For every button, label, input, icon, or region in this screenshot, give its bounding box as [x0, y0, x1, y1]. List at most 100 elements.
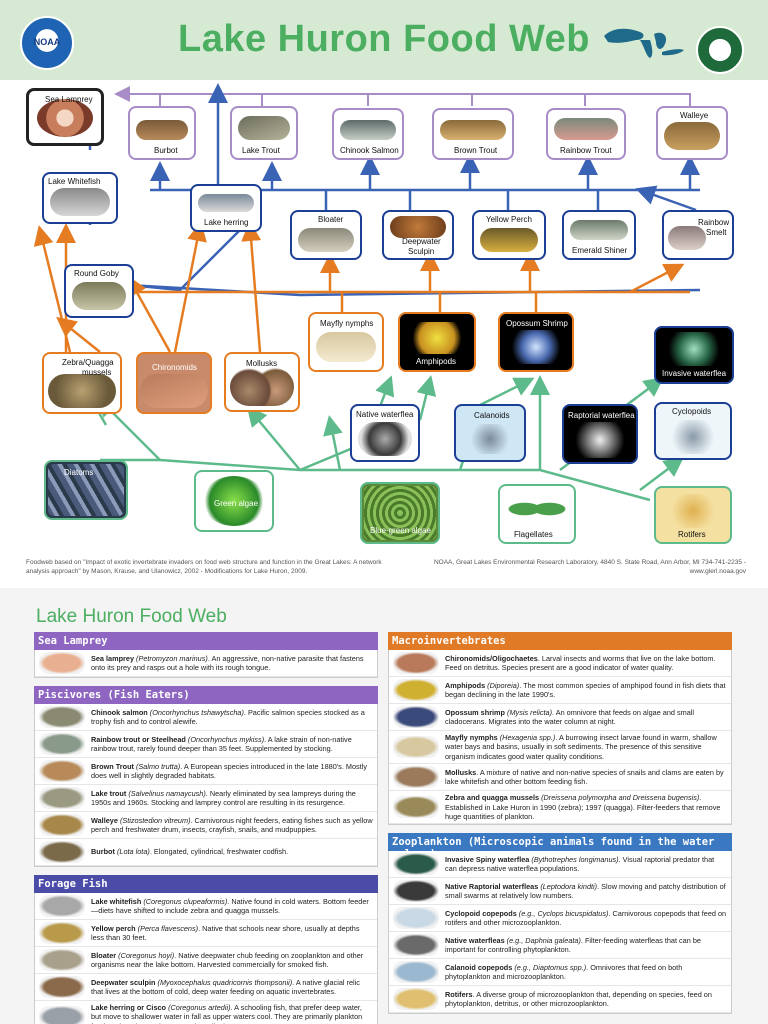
legend-entry: Burbot (Lota lota). Elongated, cylindric… — [35, 839, 377, 866]
entry-common-name: Opossum shrimp — [445, 707, 506, 717]
entry-description: . A European species introduced in the l… — [91, 761, 367, 780]
entry-thumbnail-icon — [39, 706, 85, 728]
node-lake-herring: Lake herring — [190, 184, 262, 232]
entry-common-name: Yellow perch — [91, 923, 136, 933]
node-sea-lamprey: Sea Lamprey — [26, 88, 104, 146]
label-calanoids: Calanoids — [474, 411, 510, 420]
great-lakes-map-icon — [604, 28, 684, 58]
node-rainbow-smelt: Rainbow Smelt — [662, 210, 734, 260]
entry-text: Walleye (Stizostedion vitreum). Carnivor… — [91, 816, 373, 835]
label-amphipods: Amphipods — [416, 357, 457, 366]
entry-common-name: Cyclopoid copepods — [445, 909, 517, 919]
label-invasive-waterflea: Invasive waterflea — [662, 369, 727, 378]
entry-scientific-name: (Dreissena polymorpha and Dreissena buge… — [541, 793, 700, 803]
label-raptorial-waterflea: Raptorial waterflea — [568, 411, 635, 420]
entry-text: Amphipods (Diporeia). The most common sp… — [445, 681, 727, 700]
entry-thumbnail-icon — [393, 736, 439, 759]
entry-thumbnail-icon — [393, 796, 439, 819]
entry-thumbnail-icon — [393, 961, 439, 984]
entry-common-name: Sea lamprey — [91, 653, 134, 663]
legend-entry: Chinook salmon (Oncorhynchus tshawytscha… — [35, 704, 377, 731]
section-piscivores: Chinook salmon (Oncorhynchus tshawytscha… — [34, 704, 378, 867]
node-opossum-shrimp: Opossum Shrimp — [498, 312, 574, 372]
node-blue-green-algae: Blue-green algae — [360, 482, 440, 544]
entry-thumbnail-icon — [39, 1006, 85, 1024]
entry-text: Chinook salmon (Oncorhynchus tshawytscha… — [91, 708, 373, 727]
entry-scientific-name: (Myoxocephalus quadricornis thompsonii) — [157, 977, 293, 987]
label-emerald-shiner: Emerald Shiner — [572, 246, 628, 255]
entry-thumbnail-icon — [393, 706, 439, 728]
entry-scientific-name: (e.g., Diaptomus spp.) — [514, 963, 587, 973]
legend-entry: Rainbow trout or Steelhead (Oncorhynchus… — [35, 731, 377, 758]
entry-scientific-name: (Coregonus clupeaformis) — [143, 896, 228, 906]
label-rotifers: Rotifers — [678, 530, 706, 539]
entry-text: Sea lamprey (Petromyzon marinus). An agg… — [91, 654, 373, 673]
node-calanoids: Calanoids — [454, 404, 526, 462]
entry-thumbnail-icon — [393, 907, 439, 930]
legend-left-column: Sea Lamprey Sea lamprey (Petromyzon mari… — [34, 632, 378, 1024]
entry-text: Lake trout (Salvelinus namaycush). Nearl… — [91, 789, 373, 808]
entry-text: Native waterfleas (e.g., Daphnia galeata… — [445, 936, 727, 955]
legend-entry: Brown Trout (Salmo trutta). A European s… — [35, 758, 377, 785]
label-lake-trout: Lake Trout — [242, 146, 280, 155]
node-emerald-shiner: Emerald Shiner — [562, 210, 636, 260]
legend-entry: Mollusks. A mixture of native and non-na… — [389, 764, 731, 792]
entry-text: Lake herring or Cisco (Coregonus artedii… — [91, 1003, 373, 1024]
entry-thumbnail-icon — [39, 841, 85, 863]
label-sculpin: Sculpin — [408, 247, 435, 256]
entry-thumbnail-icon — [39, 814, 85, 836]
legend-entry: Deepwater sculpin (Myoxocephalus quadric… — [35, 974, 377, 1001]
entry-scientific-name: (Coregonus hoyi) — [118, 950, 175, 960]
entry-thumbnail-icon — [39, 922, 85, 944]
entry-common-name: Lake herring or Cisco — [91, 1003, 167, 1012]
entry-scientific-name: (Salmo trutta) — [136, 761, 181, 771]
entry-scientific-name: (Hexagenia spp.) — [499, 733, 556, 742]
section-sea-lamprey: Sea lamprey (Petromyzon marinus). An agg… — [34, 650, 378, 678]
legend-entry: Rotifers. A diverse group of microzoopla… — [389, 986, 731, 1014]
entry-text: Mayfly nymphs (Hexagenia spp.). A burrow… — [445, 733, 727, 761]
legend-entry: Zebra and quagga mussels (Dreissena poly… — [389, 791, 731, 825]
entry-text: Native Raptorial waterfleas (Leptodora k… — [445, 882, 727, 901]
entry-scientific-name: (Petromyzon marinus) — [136, 653, 208, 663]
label-chironomids: Chironomids — [152, 363, 197, 372]
label-smelt: Smelt — [706, 228, 727, 237]
entry-description: . Nearly eliminated by sea lampreys duri… — [91, 788, 356, 807]
entry-common-name: Calanoid copepods — [445, 963, 513, 973]
legend-entry: Calanoid copepods (e.g., Diaptomus spp.)… — [389, 959, 731, 987]
section-heading-macroinvertebrates: Macroinvertebrates — [388, 632, 732, 650]
entry-scientific-name: (Coregonus artedii) — [168, 1003, 231, 1012]
entry-scientific-name: (Oncorhynchus tshawytscha) — [149, 707, 244, 717]
node-native-waterflea: Native waterflea — [350, 404, 420, 462]
entry-description: . Native deepwater chub feeding on zoopl… — [91, 950, 364, 969]
legend-entry: Native Raptorial waterfleas (Leptodora k… — [389, 878, 731, 906]
legend-entry: Native waterfleas (e.g., Daphnia galeata… — [389, 932, 731, 960]
entry-description: . Filter-feeding waterfleas that can be … — [445, 936, 701, 955]
entry-description: . An omnivore that feeds on algae and sm… — [445, 707, 695, 726]
entry-description: . Carnivorous copepods that feed on roti… — [445, 909, 727, 928]
entry-scientific-name: (Diporeia) — [487, 680, 520, 690]
entry-common-name: Invasive Spiny waterflea — [445, 855, 530, 865]
entry-common-name: Bloater — [91, 950, 117, 960]
entry-thumbnail-icon — [39, 733, 85, 755]
entry-thumbnail-icon — [393, 853, 439, 876]
legend-panel: Lake Huron Food Web Sea Lamprey Sea lamp… — [0, 588, 768, 1024]
noaa-logo-text: NOAA — [33, 37, 61, 47]
node-brown-trout: Brown Trout — [432, 108, 514, 160]
entry-text: Chironomids/Oligochaetes. Larval insects… — [445, 654, 727, 673]
entry-description: . A mixture of native and non-native spe… — [445, 767, 724, 787]
node-bloater: Bloater — [290, 210, 362, 260]
entry-common-name: Zebra and quagga mussels — [445, 793, 540, 803]
node-mayfly-nymphs: Mayfly nymphs — [308, 312, 384, 372]
entry-text: Bloater (Coregonus hoyi). Native deepwat… — [91, 951, 373, 970]
legend-entry: Yellow perch (Perca flavescens). Native … — [35, 920, 377, 947]
node-round-goby: Round Goby — [64, 264, 134, 318]
legend-entry: Bloater (Coregonus hoyi). Native deepwat… — [35, 947, 377, 974]
entry-text: Invasive Spiny waterflea (Bythotrephes l… — [445, 855, 727, 874]
entry-text: Zebra and quagga mussels (Dreissena poly… — [445, 793, 727, 821]
entry-scientific-name: (Bythotrephes longimanus) — [531, 855, 619, 865]
poster-title: Lake Huron Food Web — [177, 18, 591, 60]
credit-right: NOAA, Great Lakes Environmental Research… — [433, 559, 746, 575]
entry-common-name: Chironomids/Oligochaetes — [445, 653, 538, 663]
label-mussels: mussels — [82, 368, 112, 377]
label-brown-trout: Brown Trout — [454, 146, 498, 155]
